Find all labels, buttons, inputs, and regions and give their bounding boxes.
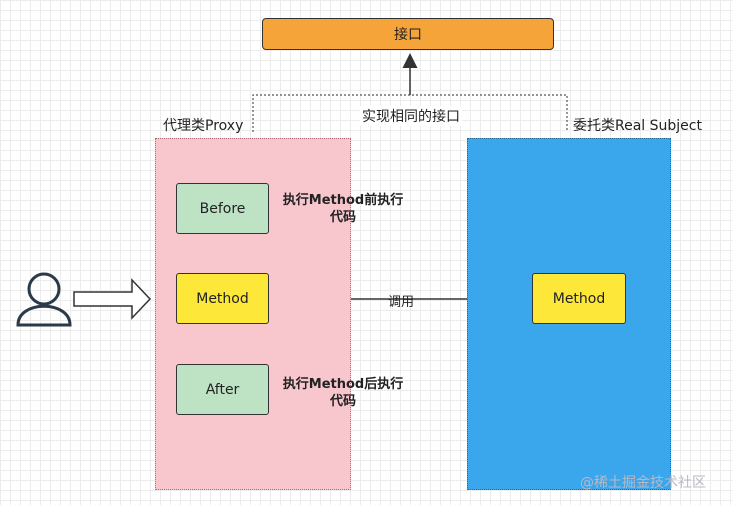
interface-label: 接口 xyxy=(394,27,422,43)
call-label: 调用 xyxy=(388,295,415,310)
real-subject-title: 委托类Real Subject xyxy=(573,118,702,134)
proxy-title: 代理类Proxy xyxy=(163,118,244,134)
after-node: After xyxy=(176,364,269,415)
after-note: 执行Method后执行代码 xyxy=(282,377,404,409)
hollow-right-arrow-icon xyxy=(73,278,152,320)
proxy-method-node: Method xyxy=(176,273,269,324)
proxy-method-label: Method xyxy=(196,290,249,307)
before-node: Before xyxy=(176,183,269,234)
after-label: After xyxy=(205,381,240,398)
before-label: Before xyxy=(199,200,246,217)
interface-box: 接口 xyxy=(262,18,554,50)
watermark: @稀土掘金技术社区 xyxy=(580,475,706,491)
before-note: 执行Method前执行代码 xyxy=(282,193,404,225)
implement-label: 实现相同的接口 xyxy=(360,106,462,126)
real-method-label: Method xyxy=(552,290,606,307)
user-icon xyxy=(16,272,72,327)
real-method-node: Method xyxy=(532,273,626,324)
